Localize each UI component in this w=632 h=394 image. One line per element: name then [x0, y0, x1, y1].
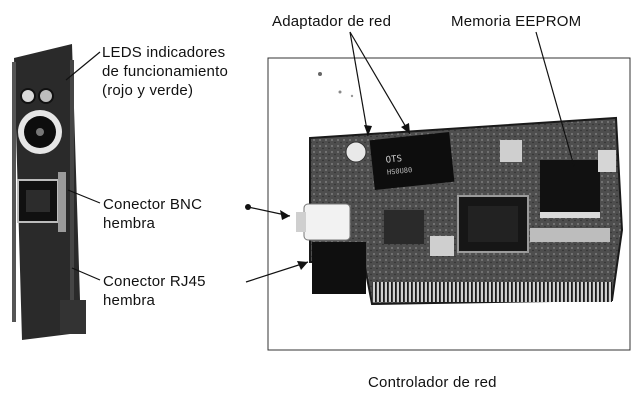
led-red — [20, 88, 36, 104]
adapter-leader-line-1 — [349, 31, 369, 137]
eeprom-chip — [540, 160, 600, 212]
bnc-label-line-1: Conector BNC — [103, 196, 203, 213]
figure-caption: Controlador de red — [368, 374, 497, 391]
leds-label-line-1: LEDS indicadores — [102, 44, 226, 61]
network-adapter-chip — [369, 131, 455, 191]
leds-label-line-3: (rojo y verde) — [102, 82, 194, 99]
rj45-label-line-1: Conector RJ45 — [103, 273, 206, 290]
rj45-leader-line — [71, 267, 101, 281]
leader-lines — [65, 31, 575, 283]
leds-label: LEDS indicadores de funcionamiento (rojo… — [102, 43, 228, 100]
adapter-label: Adaptador de red — [272, 13, 392, 30]
svg-text:HS0U80: HS0U80 — [387, 166, 413, 177]
leds-leader-line — [65, 51, 101, 81]
eeprom-label: Memoria EEPROM — [451, 13, 582, 30]
led-green — [38, 88, 54, 104]
rj45-connector-board — [312, 242, 366, 294]
mounting-bracket — [12, 44, 86, 340]
adapter-leader-line-2 — [349, 31, 411, 135]
rj45-board-leader-line — [245, 261, 309, 283]
leds-label-line-2: de funcionamiento — [102, 63, 228, 80]
svg-text:OTS: OTS — [385, 154, 402, 166]
eeprom-leader-line — [535, 31, 575, 167]
bnc-label-line-2: hembra — [103, 215, 156, 232]
bnc-label: Conector BNC hembra — [103, 195, 202, 233]
bnc-leader-line — [67, 189, 101, 204]
leader-arrowheads — [245, 123, 410, 270]
rj45-label: Conector RJ45 hembra — [103, 272, 206, 310]
bnc-connector-board — [303, 203, 351, 241]
rj45-label-line-2: hembra — [103, 292, 156, 309]
network-card-photo: OTS HS0U80 — [267, 57, 631, 351]
